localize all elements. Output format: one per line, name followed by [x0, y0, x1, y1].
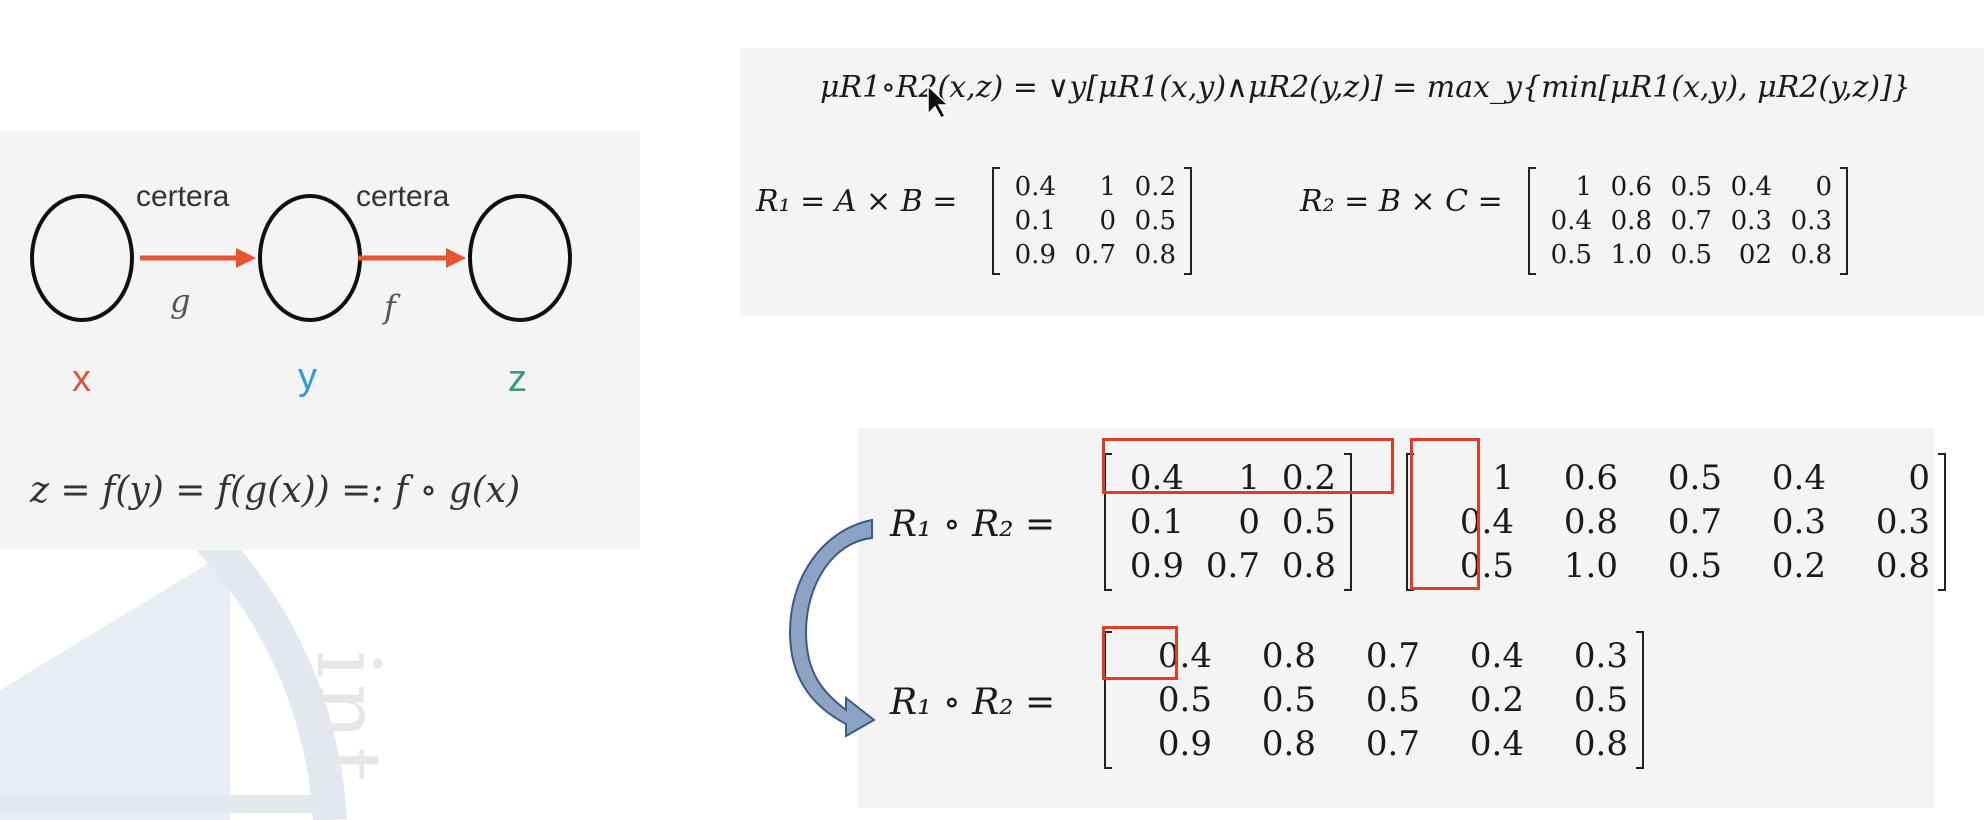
matrix-cell: 0.5 — [1667, 458, 1722, 498]
set-x-node — [30, 194, 134, 322]
matrix-cell: 0.8 — [1134, 240, 1176, 270]
matrix-cell: 0.9 — [1129, 546, 1184, 586]
matrix-cell: 0.3 — [1875, 502, 1930, 542]
matrix-cell: 0.5 — [1281, 502, 1336, 542]
arrow-g-icon — [140, 248, 256, 268]
matrix-cell: 0.5 — [1134, 206, 1176, 236]
edge-label-f-mapping: certera — [356, 180, 450, 213]
definition-panel: μR1∘R2(x,z) = ∨y[μR1(x,y)∧μR2(y,z)] = ma… — [740, 48, 1984, 316]
matrix-cell: 0.3 — [1771, 502, 1826, 542]
matrix-cell: 1.0 — [1610, 240, 1652, 270]
matrix-cell: 1 — [1575, 172, 1592, 202]
max-min-composition-formula: μR1∘R2(x,z) = ∨y[μR1(x,y)∧μR2(y,z)] = ma… — [820, 70, 1911, 105]
matrix-cell: 0.8 — [1573, 724, 1628, 764]
matrix-cell: 0.6 — [1610, 172, 1652, 202]
function-g-label: g — [170, 282, 191, 320]
matrix-cell: 0 — [1908, 458, 1930, 498]
matrix-cell: 0.2 — [1771, 546, 1826, 586]
matrix-cell: 0.5 — [1261, 680, 1316, 720]
matrix-cell: 0 — [1099, 206, 1116, 236]
result-lhs: R₁ ∘ R₂ = — [890, 682, 1056, 723]
r2-definition-lhs: R₂ = B × C = — [1300, 184, 1503, 219]
matrix-cell: 0.1 — [1129, 502, 1184, 542]
node-y-label: y — [298, 356, 317, 398]
matrix-cell: 0.7 — [1365, 636, 1420, 676]
matrix-cell: 0.8 — [1790, 240, 1832, 270]
matrix-cell: 0.3 — [1790, 206, 1832, 236]
matrix-cell: 0.7 — [1670, 206, 1712, 236]
highlight-r1-first-row — [1102, 438, 1394, 494]
matrix-cell: 02 — [1738, 240, 1772, 270]
matrix-cell: 0.5 — [1157, 680, 1212, 720]
matrix-cell: 0.4 — [1550, 206, 1592, 236]
matrix-cell: 0.5 — [1459, 546, 1514, 586]
matrix-cell: 0.8 — [1261, 724, 1316, 764]
matrix-cell: 1.0 — [1563, 546, 1618, 586]
matrix-brackets — [1528, 167, 1848, 275]
matrix-cell: 0.3 — [1730, 206, 1772, 236]
mouse-cursor-icon — [927, 84, 950, 119]
watermark-text: int — [297, 650, 400, 789]
matrix-cell: 0.3 — [1573, 636, 1628, 676]
matrix-cell: 0.4 — [1771, 458, 1826, 498]
matrix-cell: 0.5 — [1573, 680, 1628, 720]
matrix-cell: 0.6 — [1563, 458, 1618, 498]
matrix-cell: 0.5 — [1670, 240, 1712, 270]
matrix-cell: 0.2 — [1469, 680, 1524, 720]
matrix-cell: 0.8 — [1875, 546, 1930, 586]
matrix-cell: 0.8 — [1281, 546, 1336, 586]
r1-matrix: 0.4 1 0.2 0.1 0 0.5 0.9 0.7 0.8 — [990, 166, 1194, 276]
composition-diagram-panel: certera certera g f x y z z = f(y) = f(g… — [0, 130, 640, 550]
function-f-label: f — [384, 288, 396, 326]
node-x-label: x — [72, 358, 91, 400]
matrix-cell: 0.2 — [1134, 172, 1176, 202]
highlight-r2-first-column — [1410, 438, 1480, 590]
matrix-cell: 1 — [1492, 458, 1514, 498]
matrix-cell: 0.7 — [1205, 546, 1260, 586]
matrix-cell: 0.4 — [1469, 636, 1524, 676]
matrix-cell: 1 — [1099, 172, 1116, 202]
matrix-cell: 1 — [1238, 458, 1260, 498]
composition-formula: z = f(y) = f(g(x)) =: f ∘ g(x) — [30, 470, 521, 511]
matrix-cell: 0.4 — [1730, 172, 1772, 202]
matrix-cell: 0.7 — [1667, 502, 1722, 542]
watermark-emblem — [0, 540, 347, 820]
matrix-cell: 0.8 — [1261, 636, 1316, 676]
matrix-cell: 0.4 — [1157, 636, 1212, 676]
r2-matrix: 1 0.6 0.5 0.4 0 0.4 0.8 0.7 0.3 0.3 0.5 1.0 0.5 02 0.8 — [1526, 166, 1850, 276]
matrix-cell: 0 — [1238, 502, 1260, 542]
matrix-cell: 0.5 — [1365, 680, 1420, 720]
set-y-node — [258, 194, 362, 322]
matrix-cell: 0.9 — [1157, 724, 1212, 764]
matrix-cell: 0.4 — [1014, 172, 1056, 202]
r1-definition-lhs: R₁ = A × B = — [756, 184, 958, 219]
arrow-f-icon — [358, 248, 466, 268]
matrix-cell: 0.7 — [1365, 724, 1420, 764]
matrix-cell: 0 — [1815, 172, 1832, 202]
set-z-node — [468, 194, 572, 322]
matrix-cell: 0.4 — [1469, 724, 1524, 764]
matrix-cell: 0.8 — [1563, 502, 1618, 542]
matrix-brackets — [1104, 631, 1644, 769]
matrix-cell: 0.9 — [1014, 240, 1056, 270]
matrix-cell: 0.5 — [1550, 240, 1592, 270]
edge-label-g-mapping: certera — [136, 180, 230, 213]
matrix-cell: 0.8 — [1610, 206, 1652, 236]
matrix-cell: 0.7 — [1074, 240, 1116, 270]
matrix-cell: 0.1 — [1014, 206, 1056, 236]
curved-arrow-icon — [788, 518, 876, 738]
matrix-brackets — [1104, 453, 1352, 591]
function-chain-diagram — [30, 194, 572, 322]
highlight-result-first-element — [1102, 626, 1178, 680]
matrix-cell: 0.5 — [1667, 546, 1722, 586]
node-z-label: z — [508, 358, 527, 400]
matrix-cell: 0.4 — [1459, 502, 1514, 542]
matrix-cell: 0.5 — [1670, 172, 1712, 202]
composition-lhs: R₁ ∘ R₂ = — [890, 504, 1056, 545]
matrix-brackets — [992, 167, 1192, 275]
